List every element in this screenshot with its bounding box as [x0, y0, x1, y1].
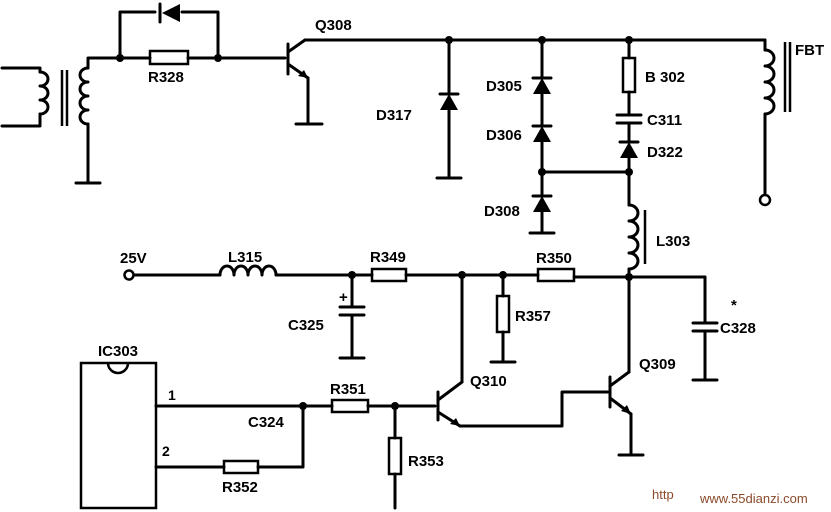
label-d308: D308 [484, 203, 520, 220]
label-c324: C324 [248, 414, 285, 431]
resistor-r350 [536, 267, 576, 283]
resistor-r351 [330, 398, 370, 414]
watermark-prefix: http [652, 487, 674, 502]
label-d305: D305 [486, 78, 522, 95]
capacitor-c311 [615, 113, 643, 142]
inductor-l315 [218, 264, 278, 277]
transistor-q309 [608, 275, 645, 457]
inductor-l303 [627, 170, 647, 280]
resistor-r352 [222, 459, 260, 475]
ic303-package [79, 361, 158, 510]
flyback-transformer-fbt [758, 38, 792, 207]
resistor-r328 [138, 49, 220, 66]
label-d306: D306 [486, 127, 522, 144]
diode-d317 [435, 38, 463, 180]
ic303-pin-1: 1 [168, 387, 176, 403]
diode-d306 [531, 124, 553, 174]
fuse-b302 [621, 38, 637, 115]
c325-polarity-mark: + [339, 289, 348, 306]
diode-d322 [618, 140, 640, 174]
label-r353: R353 [408, 453, 444, 470]
capacitor-c325 [338, 273, 366, 360]
label-fbt: FBT [795, 42, 824, 59]
label-c311: C311 [647, 112, 682, 129]
diode-d305 [531, 38, 553, 127]
transformer-ground-path [74, 122, 102, 185]
resistor-r349 [370, 267, 408, 283]
label-d322: D322 [647, 144, 683, 161]
watermark-site: www.55dianzi.com [699, 491, 808, 506]
label-q309: Q309 [639, 356, 676, 373]
label-q310: Q310 [470, 373, 507, 390]
diode-d308 [528, 170, 556, 235]
label-b302: B 302 [645, 69, 685, 86]
label-c328: C328 [720, 320, 756, 337]
label-r350: R350 [536, 250, 572, 267]
label-r349: R349 [370, 249, 406, 266]
label-r352: R352 [222, 479, 258, 496]
bypass-diode [118, 2, 220, 60]
capacitor-c328 [691, 275, 719, 382]
label-d317: D317 [376, 107, 412, 124]
transistor-q308 [216, 38, 324, 126]
resistor-r357 [489, 273, 517, 364]
label-q308: Q308 [315, 17, 352, 34]
label-ic303: IC303 [98, 343, 138, 360]
input-transformer [0, 66, 90, 128]
transistor-q310 [436, 273, 610, 428]
label-r328: R328 [148, 69, 184, 86]
c328-note-mark: * [731, 297, 737, 314]
label-r357: R357 [515, 308, 551, 325]
label-supply-25v: 25V [120, 250, 147, 267]
supply-terminal [123, 269, 135, 281]
resistor-r353 [387, 404, 403, 510]
label-r351: R351 [330, 381, 366, 398]
label-l303: L303 [656, 233, 690, 250]
label-c325: C325 [288, 317, 324, 334]
ic303-pin-2: 2 [162, 443, 170, 459]
label-l315: L315 [228, 249, 262, 266]
